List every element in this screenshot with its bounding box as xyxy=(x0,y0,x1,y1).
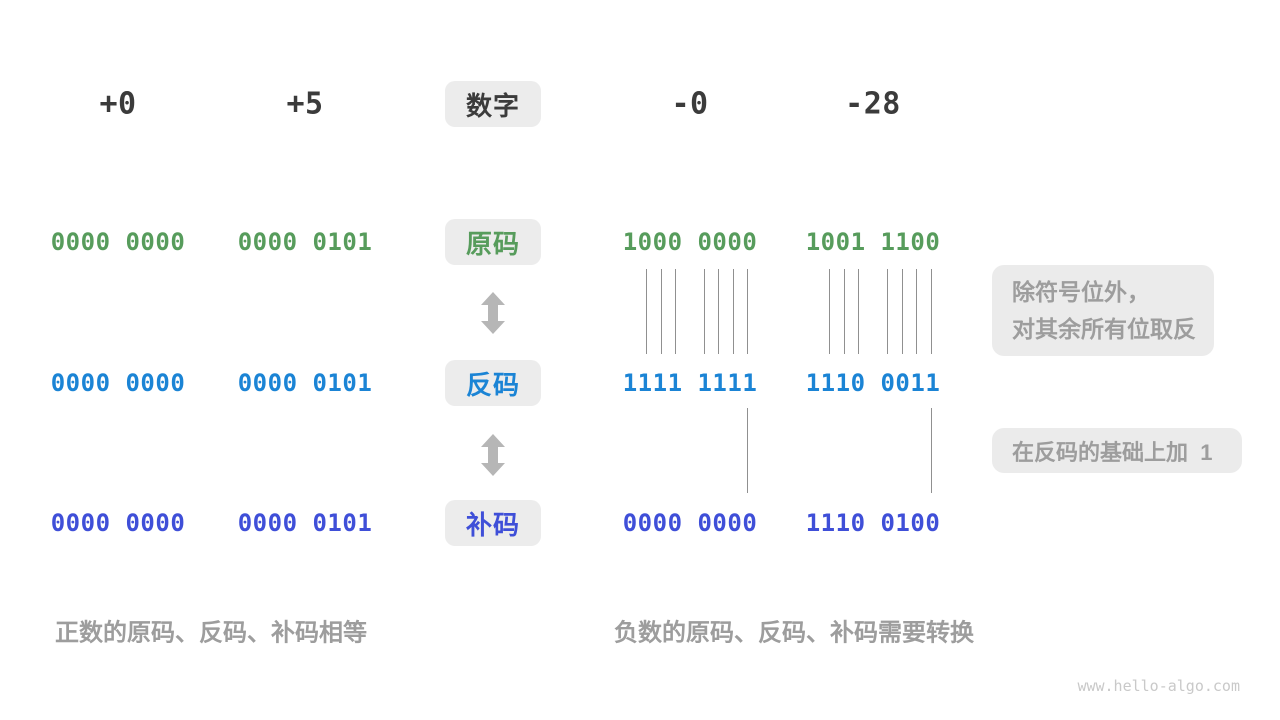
invert-bits-note: 除符号位外， 对其余所有位取反 xyxy=(992,265,1214,356)
bit-connector-line xyxy=(916,269,917,354)
bit-connector-line xyxy=(887,269,888,354)
twos-complement-plus-5: 0000 0101 xyxy=(237,509,373,537)
number-badge: 数字 xyxy=(445,81,541,127)
sign-magnitude-plus-5: 0000 0101 xyxy=(237,228,373,256)
sign-magnitude-minus-0: 1000 0000 xyxy=(622,228,758,256)
bit-connector-line xyxy=(902,269,903,354)
bit-connector-line xyxy=(858,269,859,354)
bit-connector-line xyxy=(844,269,845,354)
header-number-minus-28: -28 xyxy=(845,86,901,122)
bit-connector-line xyxy=(747,269,748,354)
sign-magnitude-plus-0: 0000 0000 xyxy=(50,228,186,256)
twos-complement-minus-28: 1110 0100 xyxy=(805,509,941,537)
ones-complement-minus-28: 1110 0011 xyxy=(805,369,941,397)
ones-complement-badge: 反码 xyxy=(445,360,541,406)
twos-complement-plus-0: 0000 0000 xyxy=(50,509,186,537)
sign-magnitude-badge: 原码 xyxy=(445,219,541,265)
twos-complement-minus-0: 0000 0000 xyxy=(622,509,758,537)
negative-numbers-caption: 负数的原码、反码、补码需要转换 xyxy=(614,619,974,647)
bit-connector-line xyxy=(704,269,705,354)
site-watermark: www.hello-algo.com xyxy=(1077,677,1240,695)
header-number-minus-0: -0 xyxy=(671,86,709,122)
double-arrow-icon xyxy=(481,434,505,476)
ones-complement-plus-5: 0000 0101 xyxy=(237,369,373,397)
bit-connector-line xyxy=(675,269,676,354)
add-one-note: 在反码的基础上加 1 xyxy=(992,428,1242,473)
twos-complement-badge: 补码 xyxy=(445,500,541,546)
positive-numbers-caption: 正数的原码、反码、补码相等 xyxy=(55,619,367,647)
sign-magnitude-minus-28: 1001 1100 xyxy=(805,228,941,256)
ones-complement-plus-0: 0000 0000 xyxy=(50,369,186,397)
header-number-plus-0: +0 xyxy=(99,86,137,122)
bit-connector-line xyxy=(931,269,932,354)
bit-connector-line xyxy=(829,269,830,354)
bit-connector-line xyxy=(646,269,647,354)
double-arrow-icon xyxy=(481,292,505,334)
carry-connector-line xyxy=(931,408,932,493)
bit-connector-line xyxy=(661,269,662,354)
bit-connector-line xyxy=(718,269,719,354)
bit-connector-line xyxy=(733,269,734,354)
carry-connector-line xyxy=(747,408,748,493)
ones-complement-minus-0: 1111 1111 xyxy=(622,369,758,397)
header-number-plus-5: +5 xyxy=(286,86,324,122)
